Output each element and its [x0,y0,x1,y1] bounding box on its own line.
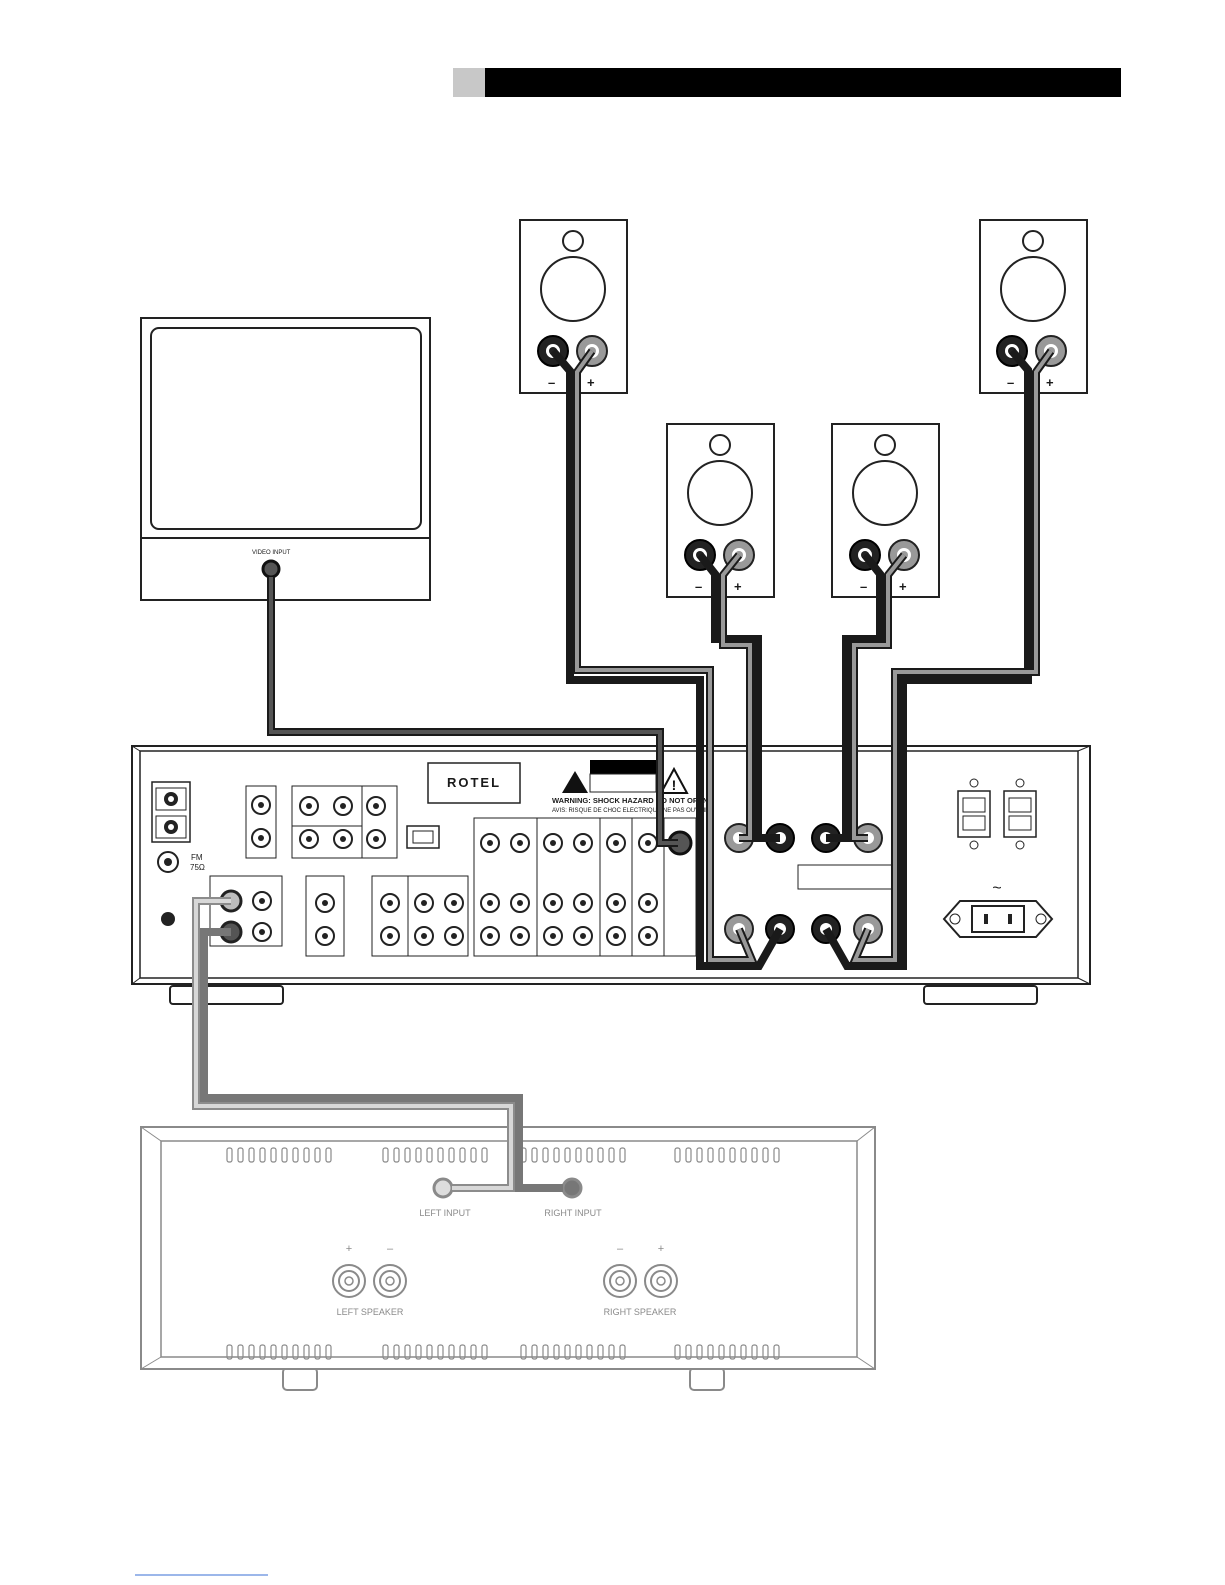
page-header-bar [453,68,1121,97]
fm-label: FM [191,853,203,862]
brand-logo: ROTEL [447,775,501,790]
amp-right-input-jack[interactable] [563,1179,581,1197]
tv-video-input-label: VIDEO INPUT [252,550,291,556]
amp-left-plus-terminal[interactable] [333,1265,365,1297]
svg-text:!: ! [672,777,677,793]
speaker-surround-left: – + [667,424,774,597]
ac-symbol: ~ [992,880,1001,897]
ground-terminal[interactable] [161,912,175,926]
minus-label: – [387,1243,394,1255]
terminal-minus-label: – [548,375,555,390]
terminal-plus-label: + [1046,375,1054,390]
right-input-label: RIGHT INPUT [544,1208,602,1218]
terminal-plus-label: + [899,579,907,594]
left-speaker-label: LEFT SPEAKER [337,1307,404,1317]
terminal-minus-label: – [695,579,702,594]
fm-impedance-label: 75Ω [190,863,205,872]
terminal-minus-label: – [1007,375,1014,390]
warning-text-en: WARNING: SHOCK HAZARD DO NOT OPEN [552,796,708,805]
speaker-front-left: – + [520,220,627,393]
plus-label: + [346,1243,352,1255]
amp-right-plus-terminal[interactable] [645,1265,677,1297]
speaker-surround-right: – + [832,424,939,597]
terminal-plus-label: + [734,579,742,594]
av-receiver: ROTEL ! WARNING: SHOCK HAZARD DO NOT OPE… [132,746,1090,1004]
tv-monitor: VIDEO INPUT [141,318,430,600]
plus-label: + [658,1243,664,1255]
terminal-minus-label: – [860,579,867,594]
warning-text-fr: AVIS: RISQUE DE CHOC ELECTRIQUE-NE PAS O… [552,808,710,814]
amp-left-minus-terminal[interactable] [374,1265,406,1297]
speaker-front-right: – + [980,220,1087,393]
tv-video-input-jack[interactable] [263,561,279,577]
left-input-label: LEFT INPUT [419,1208,471,1218]
terminal-plus-label: + [587,375,595,390]
amp-right-minus-terminal[interactable] [604,1265,636,1297]
amp-left-input-jack[interactable] [434,1179,452,1197]
right-speaker-label: RIGHT SPEAKER [604,1307,677,1317]
minus-label: – [617,1243,624,1255]
